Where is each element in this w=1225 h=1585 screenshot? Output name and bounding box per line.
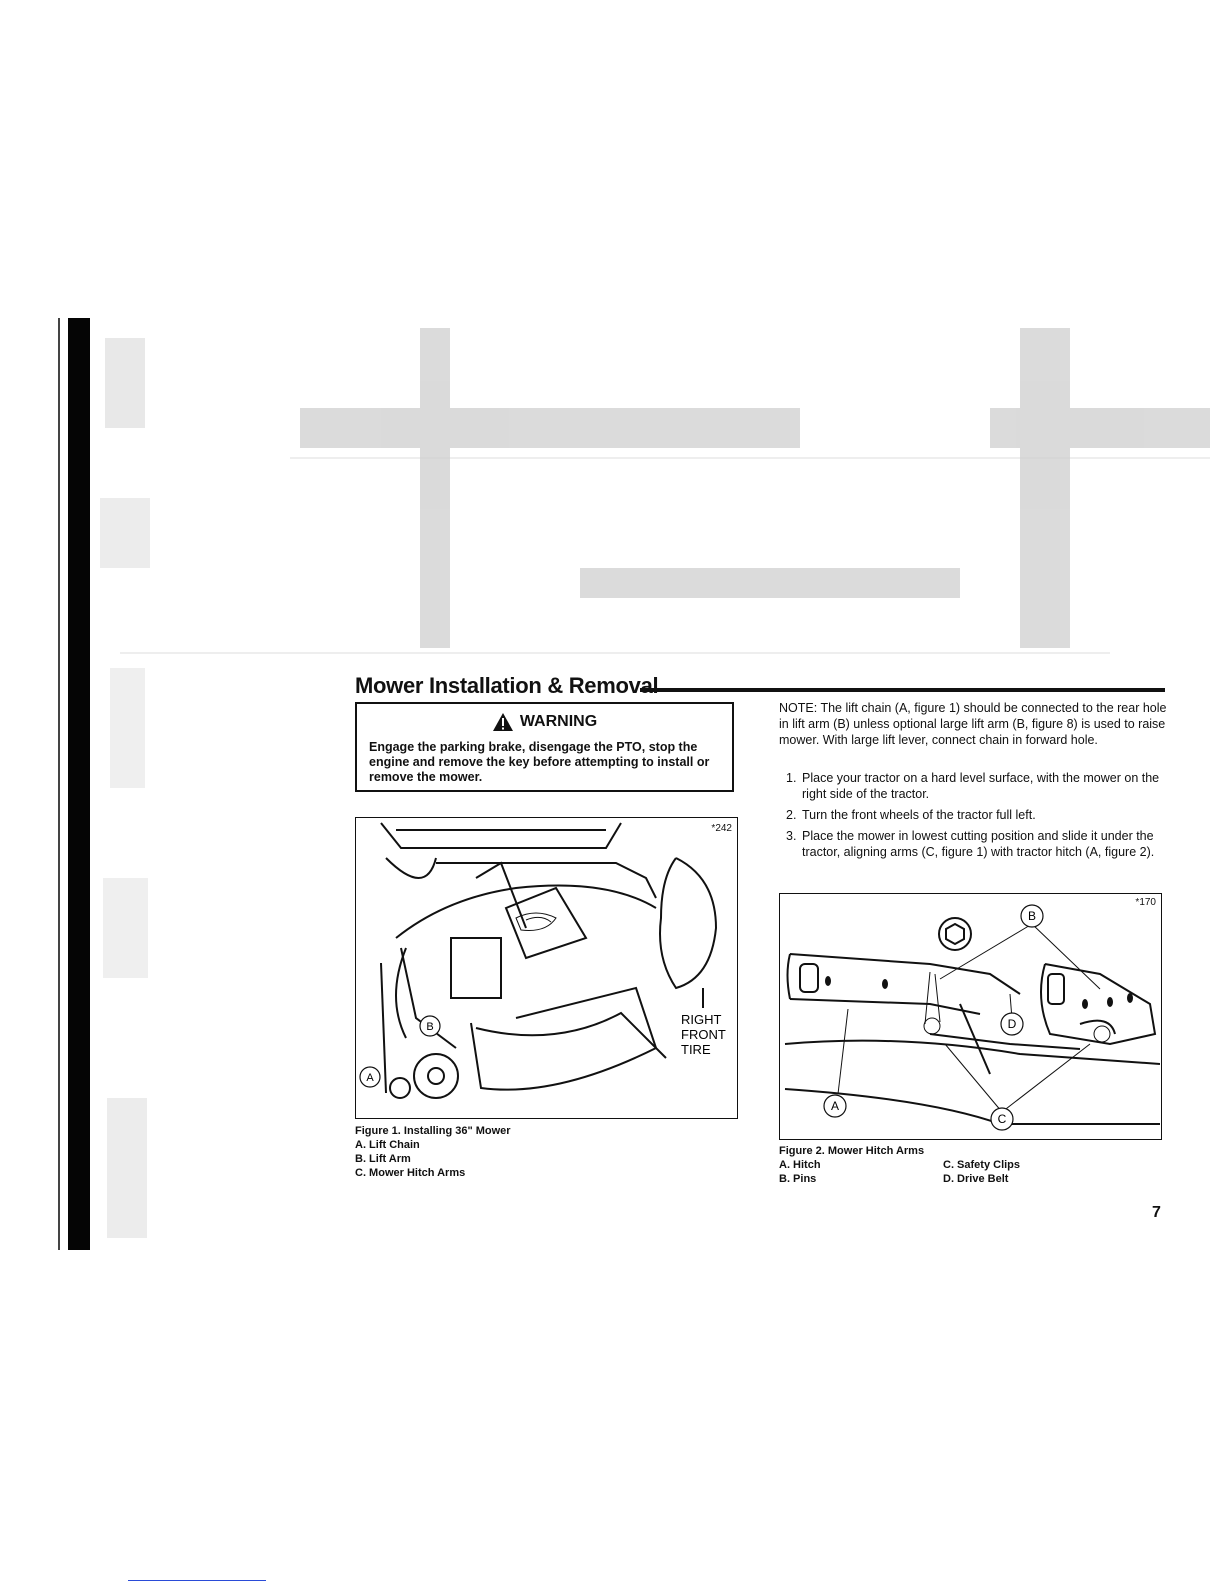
figure-1-caption: Figure 1. Installing 36" Mower A. Lift C…	[355, 1124, 511, 1180]
figure-2-caption-col1: A. Hitch B. Pins	[779, 1158, 821, 1186]
figure-1-caption-item: A. Lift Chain	[355, 1139, 420, 1151]
warning-heading-row: WARNING	[369, 712, 720, 732]
warning-box: WARNING Engage the parking brake, diseng…	[355, 702, 734, 792]
fig1-tire-line-3: TIRE	[681, 1042, 711, 1057]
figure-2-caption-col2: C. Safety Clips D. Drive Belt	[943, 1158, 1020, 1186]
fig1-tire-line-2: FRONT	[681, 1027, 726, 1042]
steps-list: 1. Place your tractor on a hard level su…	[786, 770, 1166, 865]
mower-drawing: B A RIGHT FRONT TIRE	[359, 822, 726, 1099]
section-title: Mower Installation & Removal	[355, 673, 659, 698]
fig1-tire-line-1: RIGHT	[681, 1012, 722, 1027]
warning-heading: WARNING	[519, 713, 598, 730]
figure-2-caption-item: D. Drive Belt	[943, 1173, 1009, 1185]
fig2-label-a: A	[831, 1099, 839, 1113]
fig2-label-d: D	[1008, 1017, 1017, 1031]
figure-2-caption-item: B. Pins	[779, 1173, 817, 1185]
step-text: Place your tractor on a hard level surfa…	[802, 771, 1160, 801]
fig2-label-b: B	[1028, 909, 1036, 923]
bottom-link-underline	[128, 1580, 266, 1581]
step-item: 3. Place the mower in lowest cutting pos…	[786, 828, 1166, 860]
figure-1-number: *242	[711, 823, 732, 834]
scan-speckle	[100, 338, 150, 1238]
fig1-label-b: B	[426, 1021, 433, 1033]
step-number: 2.	[786, 808, 797, 822]
fig2-label-c: C	[998, 1112, 1007, 1126]
figure-2-number: *170	[1135, 897, 1156, 908]
warning-text: Engage the parking brake, disengage the …	[369, 740, 710, 784]
figure-1-caption-item: C. Mower Hitch Arms	[355, 1167, 466, 1179]
step-text: Place the mower in lowest cutting positi…	[802, 829, 1155, 859]
figure-1-caption-title: Figure 1. Installing 36" Mower	[355, 1125, 511, 1137]
figure-2-illustration: B D C A *170	[779, 893, 1162, 1140]
step-item: 1. Place your tractor on a hard level su…	[786, 770, 1166, 802]
figure-1-illustration: B A RIGHT FRONT TIRE *242	[355, 817, 738, 1119]
title-rule	[640, 688, 1165, 692]
note-paragraph: NOTE: The lift chain (A, figure 1) shoul…	[779, 701, 1167, 747]
warning-triangle-icon	[492, 713, 513, 731]
scan-edge-line	[58, 318, 60, 1250]
step-number: 3.	[786, 829, 797, 843]
figure-2-caption-title: Figure 2. Mower Hitch Arms	[779, 1145, 925, 1157]
step-number: 1.	[786, 771, 797, 785]
figure-2-caption-item: A. Hitch	[779, 1159, 821, 1171]
scan-binding-bar	[68, 318, 90, 1250]
figure-1-caption-item: B. Lift Arm	[355, 1153, 411, 1165]
figure-2-caption-item: C. Safety Clips	[943, 1159, 1021, 1171]
step-item: 2. Turn the front wheels of the tractor …	[786, 807, 1166, 823]
fig1-label-a: A	[366, 1072, 374, 1084]
hitch-drawing: B D C A	[784, 904, 1161, 1131]
step-text: Turn the front wheels of the tractor ful…	[802, 808, 1036, 822]
scan-noise-area	[120, 328, 1210, 654]
page-number: 7	[1152, 1204, 1161, 1221]
